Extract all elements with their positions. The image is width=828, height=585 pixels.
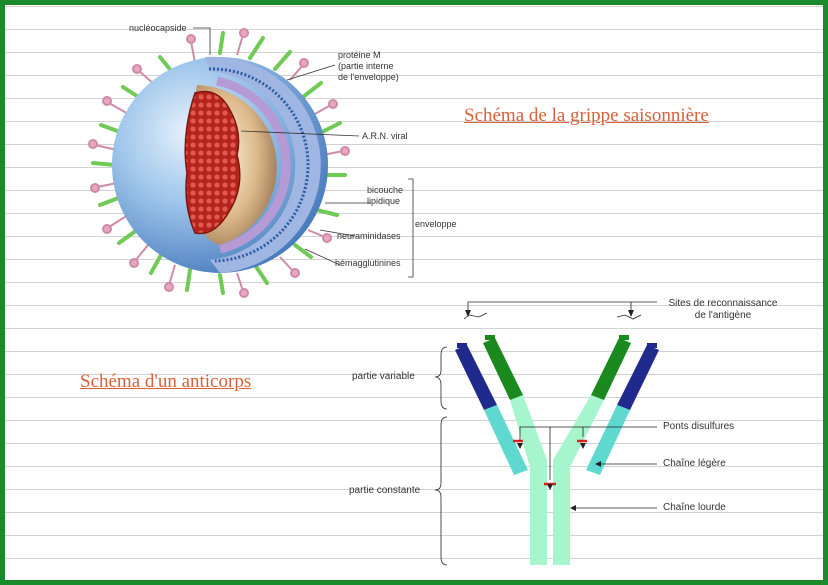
label-bicouche: bicouche <box>367 185 404 195</box>
light-chain-right-constant <box>586 405 630 475</box>
viral-rna <box>184 90 241 235</box>
label-chaine-legere: Chaîne légère <box>663 458 726 469</box>
title-antibody: Schéma d'un anticorps <box>80 371 252 392</box>
heavy-chain-right-variable <box>591 338 631 400</box>
label-arn-viral: A.R.N. viral <box>362 131 408 141</box>
label-proteine-m-2: (partie interne <box>338 61 394 71</box>
light-chain-left-constant <box>484 405 528 475</box>
label-ponts-disulfures: Ponts disulfures <box>663 421 735 432</box>
label-partie-variable: partie variable <box>352 371 415 382</box>
light-chain-right-variable <box>617 345 659 410</box>
neuraminidase-spikes <box>88 28 350 298</box>
label-sites-reconnaissance: Sites de reconnaissance <box>668 298 778 309</box>
heavy-chain <box>483 338 631 565</box>
title-virus: Schéma de la grippe saisonnière <box>464 105 709 126</box>
label-neuraminidases: neuraminidases <box>337 231 401 241</box>
heavy-chain-left-constant <box>510 395 547 565</box>
label-lipidique: lipidique <box>367 196 401 206</box>
label-partie-constante: partie constante <box>349 485 421 496</box>
label-proteine-m: protéine M <box>338 50 381 60</box>
virus-diagram <box>88 27 414 298</box>
label-hemagglutinines: hémagglutinines <box>335 258 401 268</box>
notebook-page: nucléocapside protéine M (partie interne… <box>5 5 823 580</box>
label-enveloppe: enveloppe <box>415 219 457 229</box>
antibody-diagram <box>434 301 659 566</box>
label-nucleocapside: nucléocapside <box>129 23 187 33</box>
label-antigene: de l'antigène <box>694 310 752 321</box>
label-chaine-lourde: Chaîne lourde <box>663 502 726 513</box>
heavy-chain-left-variable <box>483 338 523 400</box>
light-chain-left-variable <box>455 345 497 410</box>
light-chain <box>455 345 659 475</box>
heavy-chain-right-constant <box>553 395 604 565</box>
label-proteine-m-3: de l'enveloppe) <box>338 72 399 82</box>
